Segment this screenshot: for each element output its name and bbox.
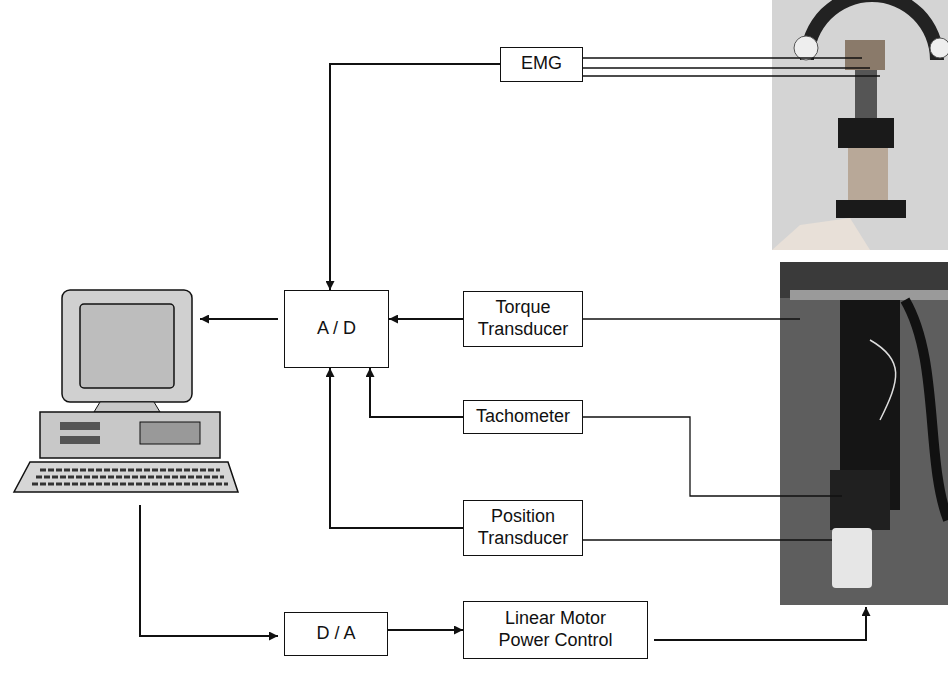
signal-arrow	[388, 629, 463, 631]
box-label: Linear Motor Power Control	[490, 608, 621, 651]
process-box: Tachometer	[463, 400, 583, 434]
signal-arrow	[330, 64, 500, 290]
process-box: Torque Transducer	[463, 291, 583, 347]
tachometer-wire	[583, 417, 842, 496]
position-wire	[583, 539, 832, 540]
drive-arrow	[654, 607, 866, 640]
frame-knob	[794, 36, 818, 60]
wrist-cuff	[838, 118, 894, 148]
box-label: A / D	[317, 318, 356, 340]
monitor	[62, 290, 192, 402]
disk-drive	[60, 422, 100, 430]
torque-wire	[583, 318, 800, 319]
command-arrow	[140, 505, 278, 636]
hand-grip	[845, 40, 885, 70]
keyboard	[14, 462, 238, 492]
output-arrow	[200, 318, 278, 320]
motor-cable	[905, 300, 948, 520]
emg-wire	[583, 67, 870, 68]
box-label: Torque Transducer	[470, 297, 576, 340]
emg-wire	[583, 57, 862, 58]
computer-case	[40, 412, 220, 458]
process-box: Linear Motor Power Control	[463, 601, 648, 659]
front-panel	[140, 422, 200, 444]
motor-photo	[780, 262, 948, 605]
process-box: EMG	[500, 47, 583, 82]
signal-arrow	[370, 368, 463, 417]
motor-plate-edge	[790, 290, 948, 300]
box-label: D / A	[316, 623, 355, 645]
process-box: D / A	[284, 612, 388, 656]
monitor-screen	[80, 304, 174, 388]
arm-photo	[772, 0, 948, 250]
wrist-rod	[855, 70, 877, 120]
sensor-wire	[870, 340, 896, 420]
process-box: A / D	[284, 290, 389, 368]
box-label: EMG	[521, 53, 562, 75]
elbow	[772, 218, 870, 250]
monitor-stand	[94, 402, 160, 412]
motor-base	[830, 470, 890, 530]
keyboard-keys	[32, 470, 228, 484]
signal-arrow	[389, 318, 463, 320]
emg-wire	[583, 75, 880, 76]
signal-arrow	[330, 368, 463, 528]
forearm-strap	[836, 200, 906, 218]
box-label: Position Transducer	[470, 506, 576, 549]
box-label: Tachometer	[476, 406, 570, 428]
position-sensor	[832, 528, 872, 588]
frame-knob	[930, 38, 948, 58]
disk-drive	[60, 436, 100, 444]
process-box: Position Transducer	[463, 500, 583, 556]
